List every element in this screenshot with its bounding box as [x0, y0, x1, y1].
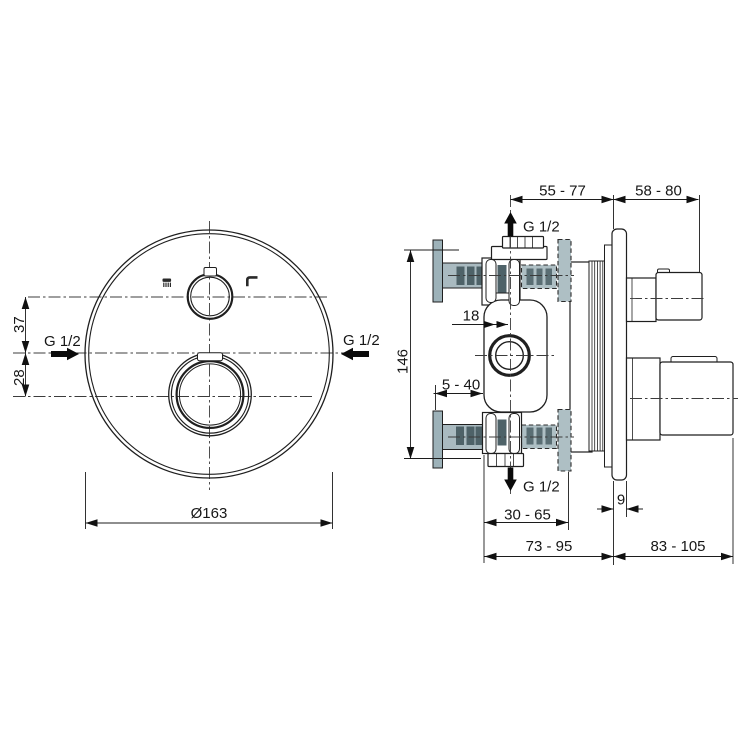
valve-top-nut — [501, 235, 545, 249]
dim-wall-range: 30 - 65 — [483, 455, 569, 563]
dim-label-30-65: 30 - 65 — [504, 507, 551, 524]
dim-mounting-range: 5 - 40 — [433, 377, 483, 410]
dim-totals-bottom: 73 - 95 83 - 105 — [484, 438, 734, 564]
faceplate-outer-circle — [84, 229, 334, 479]
valve-body — [481, 235, 548, 468]
dim-label-73-95: 73 - 95 — [526, 538, 573, 555]
valve-bottom-nut — [487, 452, 525, 468]
inlet-left-arrow — [51, 347, 79, 361]
outlet-bottom-arrow — [504, 467, 517, 491]
front-view: 37 28 G 1/2 G 1/2 Ø163 — [11, 221, 380, 529]
diverter-handle-side — [625, 268, 703, 323]
dim-label-146: 146 — [395, 349, 412, 374]
volume-handle — [168, 352, 252, 437]
mounting-plate-top-left — [432, 239, 443, 303]
trim-sleeve-step — [604, 244, 613, 468]
valve-upper-slots — [485, 259, 520, 306]
faceplate-inner-circle — [88, 233, 330, 475]
dim-depths-top: 55 - 77 58 - 80 — [510, 183, 700, 272]
dim-label-37: 37 — [11, 316, 28, 333]
dim-label-28: 28 — [11, 369, 28, 386]
dim-vertical-offsets: 37 28 — [11, 297, 30, 397]
diverter-knob — [186, 267, 234, 320]
inlet-right-arrow — [341, 347, 369, 361]
dim-center-offset: 18 — [452, 308, 508, 328]
mounting-plate-bottom-left — [432, 410, 443, 469]
volume-handle-tab — [197, 352, 223, 362]
dim-label-5-40: 5 - 40 — [442, 377, 480, 394]
mounting-rail-top-right-hidden — [520, 264, 558, 290]
escutcheon-plate — [611, 228, 628, 481]
dim-diameter: Ø163 — [85, 472, 333, 529]
dim-body-height: 146 — [395, 249, 481, 459]
dim-label-83-105: 83 - 105 — [650, 538, 705, 555]
side-centerlines — [448, 195, 738, 497]
outlet-bottom: G 1/2 — [504, 467, 560, 496]
diverter-knob-tab — [203, 267, 217, 277]
outlet-bottom-label: G 1/2 — [523, 479, 560, 496]
mounting-plate-top-right-hidden — [557, 238, 572, 303]
side-view: 146 18 5 - 40 55 - 77 58 - 80 — [395, 183, 738, 565]
inlet-left: G 1/2 — [44, 333, 81, 361]
outlet-top-label: G 1/2 — [523, 219, 560, 236]
threaded-sleeve — [588, 260, 606, 452]
dim-label-9: 9 — [617, 492, 625, 509]
dim-label-diameter: Ø163 — [191, 505, 228, 522]
inlet-right: G 1/2 — [341, 332, 380, 361]
dim-label-58-80: 58 - 80 — [635, 183, 682, 200]
outlet-top-arrow — [504, 212, 517, 237]
shower-spray-icon — [162, 278, 172, 287]
outlet-top: G 1/2 — [504, 212, 560, 237]
dim-label-18: 18 — [463, 308, 480, 325]
inlet-left-label: G 1/2 — [44, 333, 81, 350]
inlet-right-label: G 1/2 — [343, 332, 380, 349]
dim-label-55-77: 55 - 77 — [539, 183, 586, 200]
dim-plate-thickness: 9 — [597, 481, 643, 565]
mounting-plate-bottom-right-hidden — [557, 408, 572, 472]
spout-icon — [246, 276, 258, 287]
